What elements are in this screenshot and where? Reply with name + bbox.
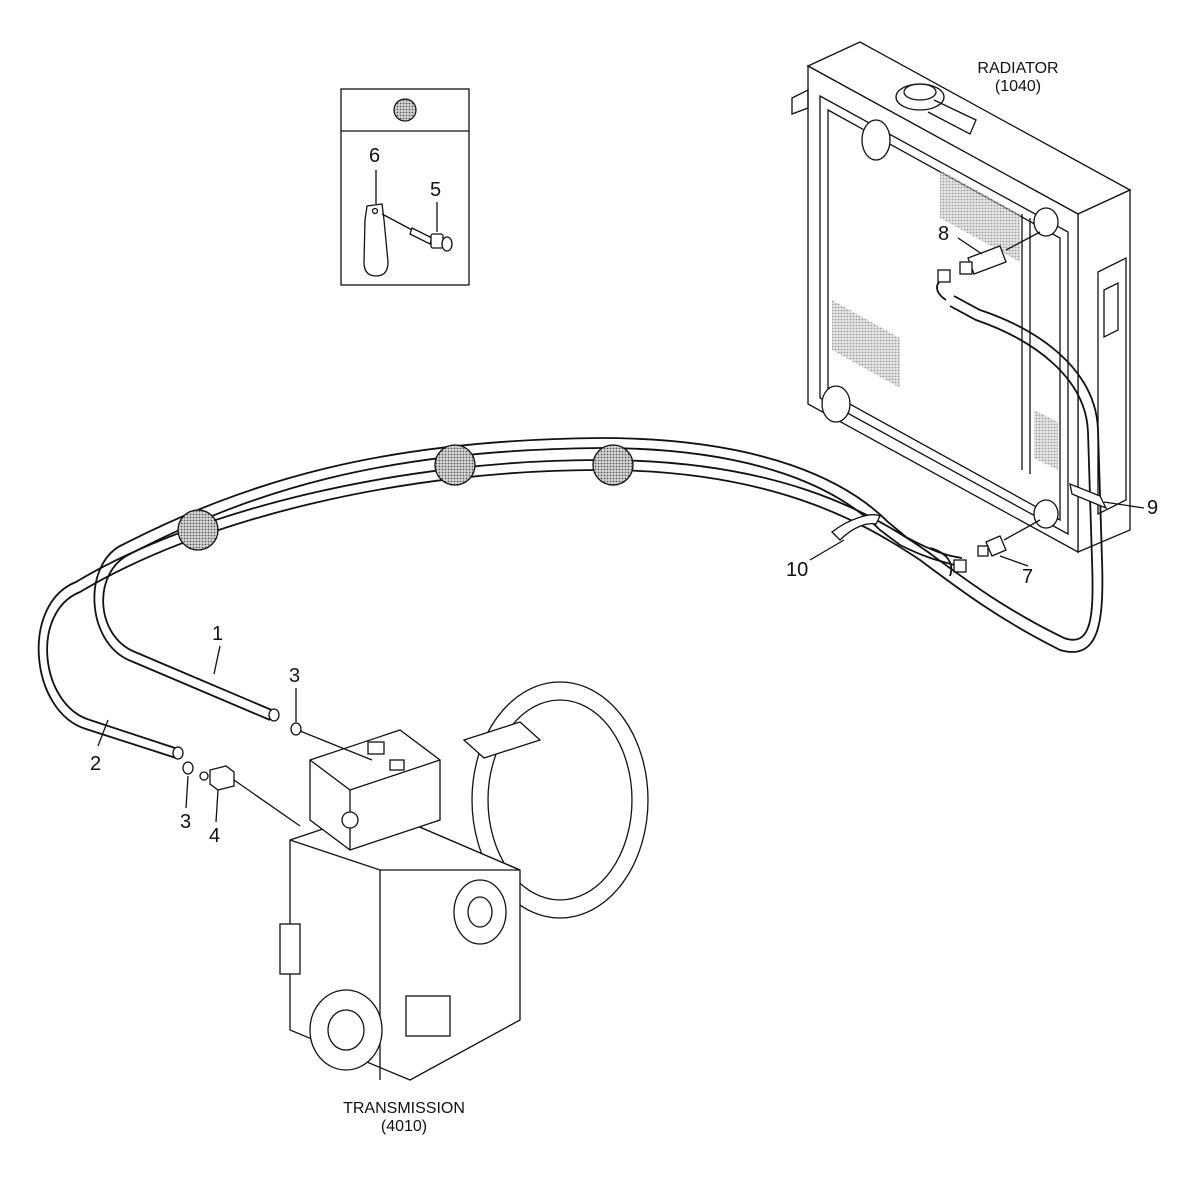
fitting-8 xyxy=(959,231,1041,275)
hose-1 xyxy=(93,437,967,722)
callout-2: 2 xyxy=(90,753,102,775)
transmission-name: TRANSMISSION xyxy=(343,1100,465,1117)
callout-1: 1 xyxy=(212,623,224,645)
callout-6: 6 xyxy=(369,145,381,167)
o-ring-3-lower xyxy=(182,761,194,775)
adapter-4 xyxy=(199,765,301,827)
radiator-name: RADIATOR xyxy=(977,60,1059,77)
callout-7: 7 xyxy=(1022,566,1034,588)
fitting-7 xyxy=(977,519,1041,557)
o-ring-3-upper xyxy=(290,722,373,761)
callout-5: 5 xyxy=(430,179,442,201)
clamp-marker xyxy=(177,509,219,551)
clamp-marker xyxy=(592,444,634,486)
clamp-detail-inset xyxy=(340,88,470,286)
transmission-drawing xyxy=(279,681,649,1081)
callout-10: 10 xyxy=(786,559,809,581)
radiator-drawing xyxy=(791,41,1132,554)
leader-lines xyxy=(97,237,1145,823)
transmission-code: (4010) xyxy=(380,1117,428,1135)
callout-4: 4 xyxy=(209,825,221,847)
radiator-caption: RADIATOR (1040) xyxy=(960,60,1076,95)
hose-2 xyxy=(37,269,1104,760)
clamp-marker xyxy=(434,444,476,486)
callout-8: 8 xyxy=(938,223,950,245)
callout-9: 9 xyxy=(1147,497,1159,519)
radiator-code: (1040) xyxy=(994,77,1042,95)
callout-3-lower: 3 xyxy=(180,811,192,833)
clamp-9 xyxy=(1069,482,1108,510)
transmission-caption: TRANSMISSION (4010) xyxy=(326,1100,482,1135)
clamp-10 xyxy=(831,514,881,541)
callout-3-upper: 3 xyxy=(289,665,301,687)
